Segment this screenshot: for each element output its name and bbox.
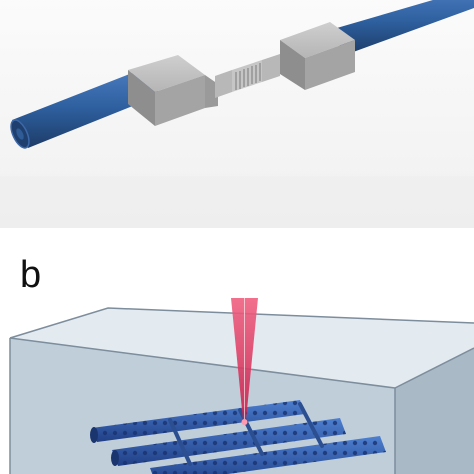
laser-chamber-illustration [9, 298, 474, 474]
panel-b [0, 228, 474, 474]
left-holder-block [128, 55, 218, 126]
right-fiber [330, 0, 474, 55]
panel-a [0, 0, 474, 228]
floor-shade [0, 176, 474, 228]
right-holder-block [280, 22, 355, 90]
fiber-tube [150, 436, 386, 474]
fiber-tube [111, 418, 346, 466]
laser-beam [231, 298, 258, 425]
laser-focus-spot [241, 419, 248, 425]
left-fiber [10, 68, 160, 149]
patterned-fibers [90, 400, 386, 474]
panel-label-b: b [20, 254, 42, 296]
patterned-waveguide [215, 54, 280, 98]
fiber-tube [90, 400, 305, 443]
fiber-device-illustration [0, 0, 474, 228]
